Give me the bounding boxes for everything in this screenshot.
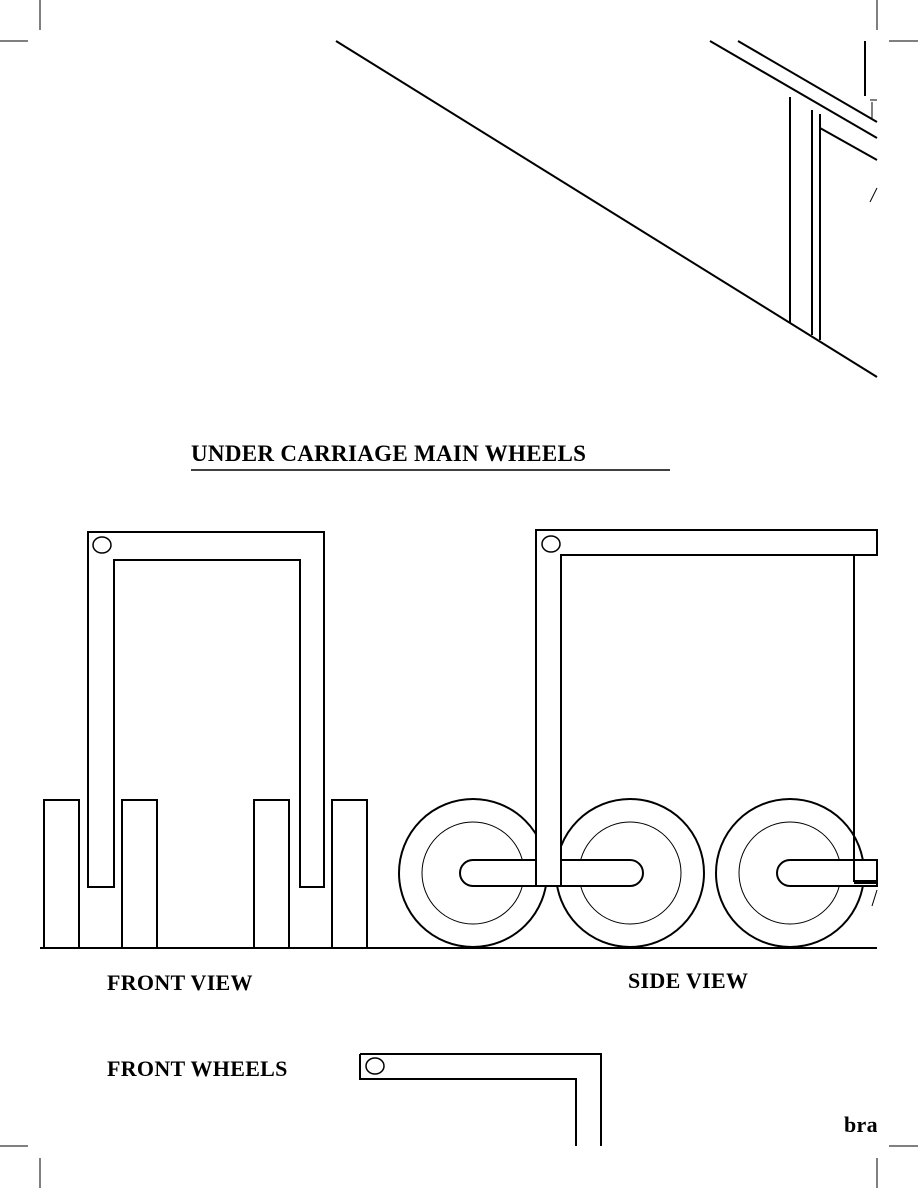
side-view-diagram: [398, 529, 878, 948]
front-view-frame: [87, 531, 325, 888]
front-view-wheel-4: [331, 799, 368, 949]
side-view-axle-link-2: [776, 859, 878, 887]
side-view-pivot: [541, 535, 561, 553]
front-view-wheel-1: [43, 799, 80, 949]
front-view-wheel-3: [253, 799, 290, 949]
side-view-frame: [535, 529, 878, 887]
cut-text-clip: bra: [800, 1110, 877, 1140]
side-view-label: SIDE VIEW: [628, 968, 749, 993]
front-wheels-diagram: [359, 1053, 602, 1146]
front-view-label: FRONT VIEW: [107, 970, 253, 995]
front-view-pivot: [92, 536, 112, 554]
front-wheels-label: FRONT WHEELS: [107, 1056, 288, 1081]
cut-off-text: bra: [844, 1112, 877, 1137]
front-view-diagram: [43, 531, 368, 949]
fuselage-drawing: [335, 40, 878, 378]
front-view-wheel-2: [121, 799, 158, 949]
page-title: UNDER CARRIAGE MAIN WHEELS: [191, 441, 587, 466]
